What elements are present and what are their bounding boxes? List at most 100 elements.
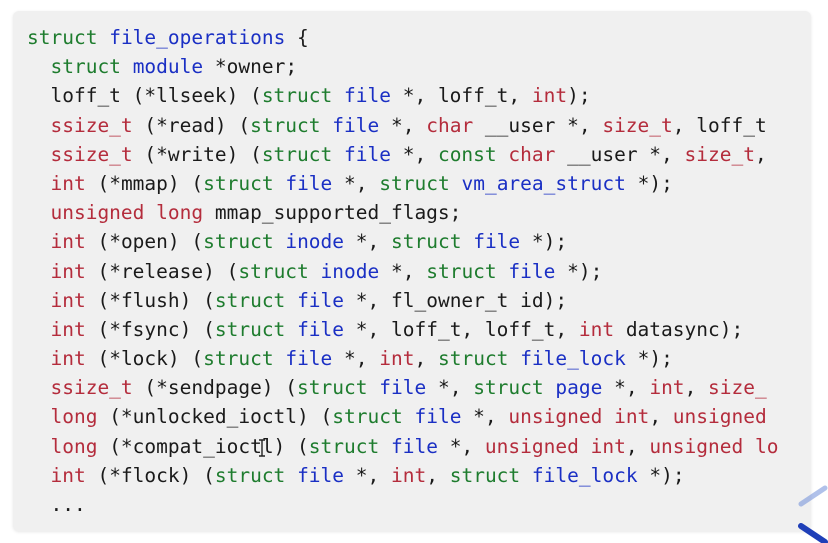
code-listing: struct file_operations { struct module *… <box>27 23 778 519</box>
code-text-token <box>27 289 50 312</box>
code-text-token <box>497 143 509 166</box>
code-line: int (*mmap) (struct file *, struct vm_ar… <box>27 169 778 198</box>
keyword-token: struct <box>214 288 286 312</box>
code-text-token: (*release) ( <box>85 259 239 283</box>
code-text-token: datasync); <box>614 317 744 341</box>
code-text-token <box>309 260 321 283</box>
code-text-token: (*sendpage) ( <box>132 376 298 400</box>
primitive-type-token: size_ <box>708 376 767 400</box>
code-text-token: loff_t (*llseek) ( <box>27 84 262 108</box>
keyword-token: struct <box>214 463 286 487</box>
primitive-type-token: int <box>649 376 685 400</box>
code-line: int (*open) (struct inode *, struct file… <box>27 227 778 256</box>
code-line: ... <box>27 490 778 519</box>
code-text-token: (*open) ( <box>85 230 204 254</box>
primitive-type-token: char <box>508 142 556 166</box>
primitive-type-token: lo <box>754 434 779 458</box>
code-text-token <box>27 464 50 487</box>
type-name-token: file <box>390 434 438 458</box>
code-text-token: *, loff_t, <box>390 84 532 108</box>
keyword-token: struct <box>426 259 497 283</box>
code-text-token: *); <box>637 463 685 487</box>
primitive-type-token: long <box>50 434 98 458</box>
keyword-token: struct <box>449 463 521 487</box>
keyword-token: struct <box>437 347 509 371</box>
code-text-token: (*compat_ioctl) ( <box>97 434 309 458</box>
code-text-token <box>743 435 755 458</box>
code-text-token <box>27 318 50 341</box>
chevron-down-icon[interactable] <box>798 522 828 543</box>
code-text-token <box>97 26 109 49</box>
i-beam-cursor-icon <box>259 439 265 457</box>
code-text-token: *, <box>332 347 380 371</box>
code-text-token: *, fl_owner_t id); <box>344 288 568 312</box>
keyword-token: const <box>437 142 497 166</box>
type-name-token: file <box>473 230 521 254</box>
code-text-token: *, <box>379 259 427 283</box>
keyword-token: struct <box>308 434 380 458</box>
code-text-token: *); <box>555 259 603 283</box>
type-name-token: file <box>297 317 345 341</box>
keyword-token: struct <box>250 113 321 137</box>
primitive-type-token: int <box>379 347 415 371</box>
code-text-token: ... <box>27 493 86 516</box>
code-text-token: (*unlocked_ioctl) ( <box>97 405 333 429</box>
keyword-token: struct <box>27 26 98 49</box>
primitive-type-token: int <box>578 317 615 341</box>
keyword-token: struct <box>379 171 450 195</box>
code-text-token: ); <box>567 84 591 108</box>
code-block[interactable]: struct file_operations { struct module *… <box>13 11 811 531</box>
primitive-type-token: int <box>50 317 86 341</box>
code-line: int (*fsync) (struct file *, loff_t, lof… <box>27 315 778 344</box>
primitive-type-token: int <box>614 405 650 429</box>
code-text-token: , <box>625 434 650 458</box>
code-text-token: *, <box>379 113 427 137</box>
type-name-token: file <box>285 347 333 371</box>
code-text-token <box>579 435 591 458</box>
code-text-token <box>497 260 509 283</box>
code-text-token <box>285 464 297 487</box>
keyword-token: struct <box>391 230 462 254</box>
code-text-token <box>27 230 50 253</box>
code-line: ssize_t (*read) (struct file *, char __u… <box>27 111 778 140</box>
code-text-token <box>27 260 50 283</box>
code-text-token: , <box>426 463 450 487</box>
type-name-token: file <box>297 463 345 487</box>
code-text-token <box>27 172 50 195</box>
primitive-type-token: unsigned <box>649 434 744 458</box>
primitive-type-token: int <box>50 171 86 195</box>
type-name-token: file_lock <box>531 463 638 487</box>
keyword-token: struct <box>261 142 333 166</box>
code-text-token: *, <box>461 405 509 429</box>
primitive-type-token: size_t <box>602 113 673 137</box>
code-text-token: (*lock) ( <box>85 347 204 371</box>
code-text-token: *, <box>390 142 438 166</box>
primitive-type-token: unsigned <box>484 434 579 458</box>
keyword-token: struct <box>473 376 544 400</box>
primitive-type-token: int <box>590 434 626 458</box>
primitive-type-token: int <box>50 288 86 312</box>
code-text-token: *); <box>520 230 568 254</box>
primitive-type-token: long <box>156 201 204 225</box>
code-text-token <box>27 55 50 78</box>
code-text-token: (*mmap) ( <box>85 171 204 195</box>
keyword-token: struct <box>214 317 286 341</box>
code-text-token <box>27 201 50 224</box>
chevron-up-icon[interactable] <box>798 484 828 508</box>
code-text-token <box>332 84 344 107</box>
code-text-token: mmap_supported_flags; <box>203 201 462 225</box>
code-text-token: (*fsync) ( <box>85 317 215 341</box>
primitive-type-token: ssize_t <box>50 376 133 400</box>
type-name-token: file <box>344 84 391 108</box>
code-text-token <box>121 55 133 78</box>
code-text-token: , loff_t <box>672 113 767 137</box>
code-line: int (*lock) (struct file *, int, struct … <box>27 344 778 373</box>
type-name-token: file <box>344 142 391 166</box>
keyword-token: struct <box>203 230 274 254</box>
code-text-token <box>27 435 50 458</box>
code-text-token: *, <box>344 463 391 487</box>
keyword-token: struct <box>297 376 368 400</box>
code-text-token <box>379 435 391 458</box>
code-text-token: *, <box>426 376 474 400</box>
code-text-token: *owner; <box>203 55 298 79</box>
